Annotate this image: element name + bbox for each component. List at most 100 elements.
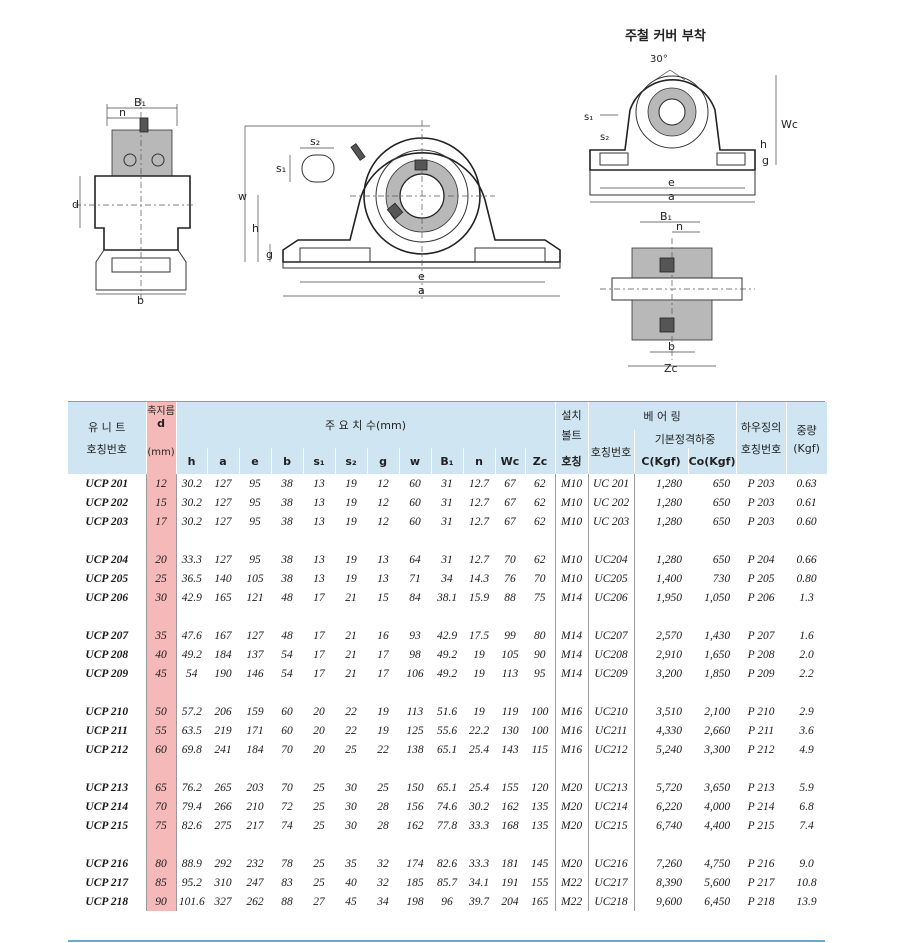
table-cell: 8,390 (656, 876, 683, 889)
table-cell: P 207 (747, 629, 775, 642)
table-cell: 80 (525, 626, 556, 645)
table-cell: 19 (377, 705, 389, 718)
table-cell: 70 (504, 553, 516, 566)
table-cell: 0.66 (796, 553, 817, 566)
table-cell: 262 (246, 895, 264, 908)
table-cell: 19 (377, 724, 389, 737)
spacer-cell (367, 531, 399, 550)
spacer-cell (634, 607, 688, 626)
table-cell: 30 (345, 800, 357, 813)
table-cell: 98 (409, 648, 421, 661)
table-cell: 85 (146, 873, 177, 892)
table-cell: 20 (146, 550, 177, 569)
spacer-cell (688, 759, 736, 778)
table-cell: P 211 (748, 724, 775, 737)
table-cell: 105 (246, 572, 264, 585)
spacer-cell (239, 683, 271, 702)
table-cell: 1,280 (656, 477, 683, 490)
spacer-cell (68, 683, 147, 702)
spacer-cell (271, 683, 303, 702)
table-cell: 5.9 (799, 781, 814, 794)
unit-header-line1: 유 니 트 (88, 421, 126, 434)
table-cell: 167 (214, 629, 232, 642)
table-cell: 54 (281, 648, 293, 661)
spacer-cell (303, 759, 335, 778)
table-cell: 70 (281, 743, 293, 756)
table-cell: 35 (146, 626, 177, 645)
table-cell: 13.9 (796, 895, 817, 908)
table-cell: 55 (146, 721, 177, 740)
table-cell: 70 (281, 781, 293, 794)
table-cell: 100 (525, 721, 556, 740)
spacer-cell (239, 531, 271, 550)
table-cell: 13 (377, 572, 389, 585)
table-cell: 76.2 (181, 781, 202, 794)
spacer-cell (431, 531, 463, 550)
table-cell: 45 (146, 664, 177, 683)
table-cell: 67 (504, 515, 516, 528)
spacer-cell (367, 607, 399, 626)
spacer-cell (335, 835, 367, 854)
table-cell: 25 (345, 743, 357, 756)
table-cell: 17 (313, 591, 325, 604)
table-cell: 2.0 (799, 648, 814, 661)
spacer-cell (495, 607, 525, 626)
spacer-cell (555, 683, 589, 702)
table-cell: P 209 (747, 667, 775, 680)
table-cell: 1,280 (656, 515, 683, 528)
table-cell: 30.2 (181, 477, 202, 490)
table-cell: 4,750 (704, 857, 731, 870)
table-cell: 19 (345, 515, 357, 528)
spacer-cell (463, 759, 495, 778)
table-cell: 206 (214, 705, 232, 718)
spacer-cell (555, 531, 589, 550)
main-view-drawing: w h g s₂ s₁ e a (238, 120, 561, 300)
cover-s2-label: s₂ (600, 132, 609, 143)
table-cell: 71 (409, 572, 421, 585)
spacer-cell (239, 607, 271, 626)
table-cell: 232 (246, 857, 264, 870)
spacer-cell (146, 759, 177, 778)
spacer-cell (786, 835, 827, 854)
table-cell: M20 (555, 797, 589, 816)
table-cell: P 206 (747, 591, 775, 604)
table-cell: 63.5 (181, 724, 202, 737)
spacer-cell (335, 683, 367, 702)
table-cell: 30 (345, 819, 357, 832)
table-cell: 32 (377, 876, 389, 889)
spacer-cell (786, 683, 827, 702)
housing-header: 하우징의 호칭번호 (736, 402, 787, 474)
table-cell: 30 (146, 588, 177, 607)
table-cell: 12 (377, 515, 389, 528)
table-cell: 25 (313, 781, 325, 794)
table-cell: 17 (313, 667, 325, 680)
unit-code-cell: UCP 211 (68, 721, 147, 740)
group-spacer-row (68, 607, 827, 626)
table-cell: 1,050 (704, 591, 731, 604)
table-cell: 93 (409, 629, 421, 642)
table-cell: 75 (525, 588, 556, 607)
table-cell: 1,400 (656, 572, 683, 585)
front-view-drawing: B₁ n d b (72, 96, 195, 307)
table-cell: UC212 (588, 740, 635, 759)
table-cell: 25 (313, 800, 325, 813)
spacer-cell (399, 607, 431, 626)
table-cell: 69.8 (181, 743, 202, 756)
main-e-label: e (418, 270, 425, 283)
table-cell: 165 (214, 591, 232, 604)
spacer-cell (688, 607, 736, 626)
table-cell: 174 (406, 857, 424, 870)
table-cell: P 203 (747, 477, 775, 490)
table-cell: 191 (501, 876, 519, 889)
table-cell: 3,200 (656, 667, 683, 680)
table-cell: 75 (146, 816, 177, 835)
table-cell: 241 (214, 743, 232, 756)
table-cell: 310 (214, 876, 232, 889)
spacer-cell (588, 531, 635, 550)
table-cell: 6,740 (656, 819, 683, 832)
table-cell: UC213 (588, 778, 635, 797)
table-cell: 70 (146, 797, 177, 816)
table-cell: 327 (214, 895, 232, 908)
